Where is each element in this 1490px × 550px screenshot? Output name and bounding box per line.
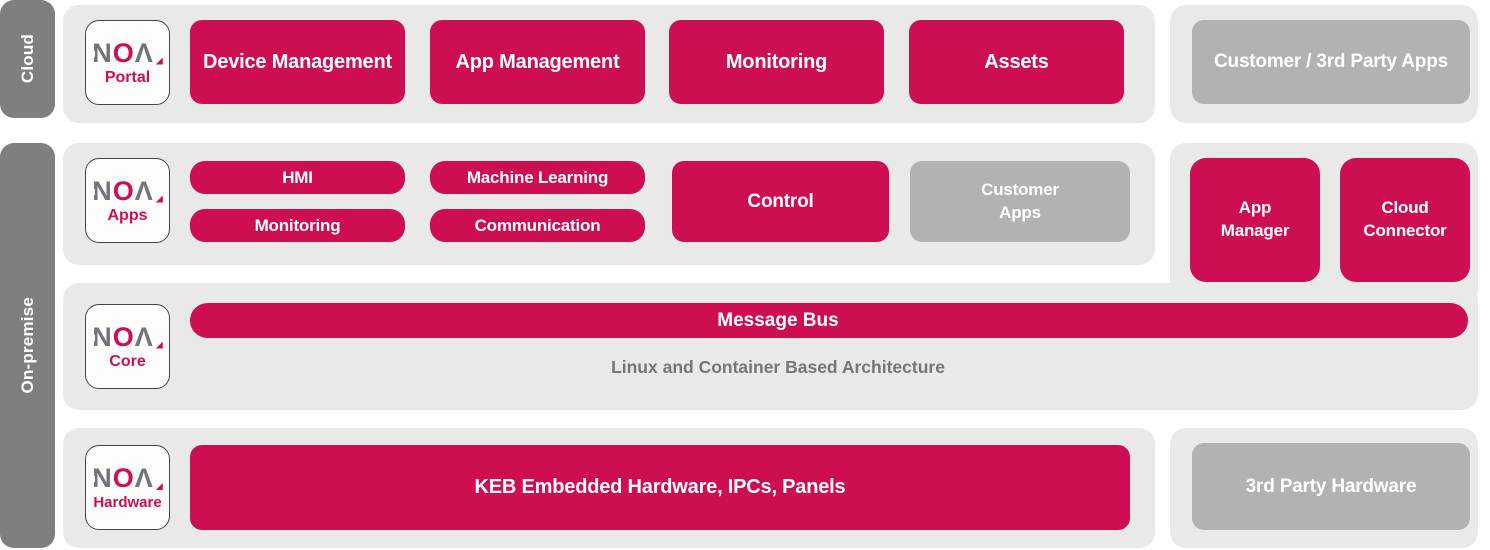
logo-letter-o: O bbox=[112, 175, 135, 206]
logo-accent-triangle-icon bbox=[155, 195, 163, 203]
logo-letter-a: Λ bbox=[134, 37, 154, 68]
logo-letter-a: Λ bbox=[134, 175, 154, 206]
noa-logo-icon: N O Λ bbox=[91, 37, 163, 68]
zone-bar-cloud: Cloud bbox=[0, 0, 55, 118]
block-keb-embedded-hardware: KEB Embedded Hardware, IPCs, Panels bbox=[190, 445, 1130, 530]
block-3rd-party-hardware: 3rd Party Hardware bbox=[1192, 443, 1470, 530]
block-app-manager-label: App Manager bbox=[1220, 198, 1290, 240]
apps-logo-label: Apps bbox=[107, 206, 148, 224]
block-app-management: App Management bbox=[430, 20, 645, 104]
logo-letter-n: N bbox=[91, 463, 113, 493]
logo-accent-triangle-icon bbox=[155, 483, 163, 490]
noa-apps-logo: N O Λ Apps bbox=[85, 158, 170, 243]
zone-label-on-premise: On-premise bbox=[17, 297, 37, 394]
noa-logo-icon: N O Λ bbox=[91, 175, 163, 206]
block-monitoring-app: Monitoring bbox=[190, 209, 405, 242]
block-cloud-connector-label: Cloud Connector bbox=[1363, 198, 1447, 240]
logo-letter-n: N bbox=[91, 175, 113, 206]
logo-letter-n: N bbox=[91, 321, 113, 352]
block-communication-label: Communication bbox=[474, 215, 601, 235]
block-app-manager: App Manager bbox=[1190, 158, 1320, 282]
logo-accent-triangle-icon bbox=[155, 57, 163, 65]
logo-letter-o: O bbox=[112, 37, 135, 68]
zone-label-cloud: Cloud bbox=[17, 34, 37, 84]
block-control-label: Control bbox=[747, 190, 814, 212]
block-machine-learning-label: Machine Learning bbox=[466, 167, 609, 187]
noa-logo-icon: N O Λ bbox=[91, 463, 163, 493]
block-3rd-party-hardware-label: 3rd Party Hardware bbox=[1245, 475, 1417, 497]
block-app-management-label: App Management bbox=[455, 50, 620, 73]
block-customer-apps: Customer Apps bbox=[910, 161, 1130, 242]
core-logo-label: Core bbox=[109, 352, 146, 370]
block-assets: Assets bbox=[909, 20, 1124, 104]
block-message-bus bbox=[190, 303, 1468, 338]
noa-logo-icon: N O Λ bbox=[91, 321, 163, 352]
block-machine-learning: Machine Learning bbox=[430, 161, 645, 194]
block-device-management: Device Management bbox=[190, 20, 405, 104]
logo-letter-a: Λ bbox=[134, 463, 154, 493]
block-customer-3rd-party-apps: Customer / 3rd Party Apps bbox=[1192, 20, 1470, 104]
block-device-management-label: Device Management bbox=[203, 50, 392, 73]
logo-letter-a: Λ bbox=[134, 321, 154, 352]
logo-letter-o: O bbox=[112, 463, 135, 493]
logo-letter-n: N bbox=[91, 37, 113, 68]
logo-letter-o: O bbox=[112, 321, 135, 352]
block-monitoring-portal: Monitoring bbox=[669, 20, 884, 104]
block-control: Control bbox=[672, 161, 889, 242]
block-hmi-label: HMI bbox=[282, 167, 313, 187]
block-assets-label: Assets bbox=[984, 50, 1049, 73]
block-communication: Communication bbox=[430, 209, 645, 242]
portal-logo-label: Portal bbox=[104, 68, 151, 86]
block-customer-apps-label: Customer Apps bbox=[981, 179, 1059, 222]
block-monitoring-app-label: Monitoring bbox=[254, 215, 341, 235]
block-hmi: HMI bbox=[190, 161, 405, 194]
hardware-logo-label: Hardware bbox=[93, 494, 162, 511]
noa-portal-logo: N O Λ Portal bbox=[85, 20, 170, 105]
logo-accent-triangle-icon bbox=[155, 341, 163, 349]
block-monitoring-portal-label: Monitoring bbox=[725, 50, 828, 73]
noa-hardware-logo: N O Λ Hardware bbox=[85, 445, 170, 530]
block-cloud-connector: Cloud Connector bbox=[1340, 158, 1470, 282]
block-keb-embedded-hardware-label: KEB Embedded Hardware, IPCs, Panels bbox=[474, 476, 846, 498]
zone-bar-on-premise: On-premise bbox=[0, 143, 55, 548]
block-customer-3rd-party-apps-label: Customer / 3rd Party Apps bbox=[1214, 51, 1448, 72]
noa-core-logo: N O Λ Core bbox=[85, 304, 170, 389]
